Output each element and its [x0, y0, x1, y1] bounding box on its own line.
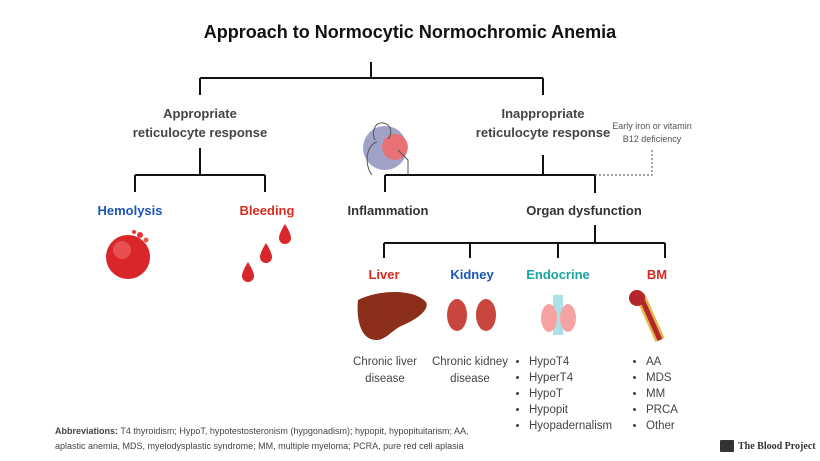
- list-item: MDS: [646, 370, 678, 386]
- bm-label: BM: [646, 267, 668, 282]
- inappropriate-response-label: Inappropriate reticulocyte response: [475, 106, 611, 140]
- list-item: Hyopadernalism: [529, 418, 612, 434]
- logo: The Blood Project: [720, 440, 816, 452]
- abbreviations-label: Abbreviations:: [55, 426, 119, 436]
- abbreviations: Abbreviations: T4 thyroidism; HypoT, hyp…: [55, 424, 469, 454]
- list-item: HypoT4: [529, 354, 612, 370]
- endocrine-label: Endocrine: [526, 267, 590, 282]
- blood-drops-icon: [242, 224, 291, 282]
- list-item: PRCA: [646, 402, 678, 418]
- kidney-icon: [447, 299, 496, 331]
- page-title: Approach to Normocytic Normochromic Anem…: [203, 22, 617, 42]
- bleeding-label: Bleeding: [239, 203, 295, 218]
- hemolysis-label: Hemolysis: [97, 203, 163, 218]
- liver-description: Chronic liver disease: [353, 356, 417, 385]
- hemolysis-cell-icon: [106, 230, 150, 279]
- person-pain-icon: [363, 122, 409, 176]
- appropriate-response-label: Appropriate reticulocyte response: [132, 106, 268, 140]
- organ-dysfunction-label: Organ dysfunction: [526, 203, 642, 218]
- list-item: HypoT: [529, 386, 612, 402]
- bm-list: AA MDS MM PRCA Other: [632, 354, 678, 434]
- liver-icon: [357, 292, 427, 340]
- list-item: AA: [646, 354, 678, 370]
- book-icon: [720, 440, 734, 452]
- inflammation-label: Inflammation: [347, 203, 429, 218]
- abbreviations-text: T4 thyroidism; HypoT, hypotestosteronism…: [55, 426, 469, 451]
- logo-text: The Blood Project: [738, 440, 816, 452]
- liver-label: Liver: [368, 267, 400, 282]
- endocrine-list: HypoT4 HyperT4 HypoT Hypopit Hyopadernal…: [515, 354, 612, 434]
- list-item: HyperT4: [529, 370, 612, 386]
- early-deficiency-note: Early iron or vitamin B12 deficiency: [612, 121, 692, 144]
- list-item: Hypopit: [529, 402, 612, 418]
- list-item: Other: [646, 418, 678, 434]
- kidney-label: Kidney: [450, 267, 494, 282]
- kidney-description: Chronic kidney disease: [431, 356, 509, 385]
- bone-marrow-icon: [629, 290, 665, 343]
- list-item: MM: [646, 386, 678, 402]
- thyroid-icon: [541, 295, 576, 335]
